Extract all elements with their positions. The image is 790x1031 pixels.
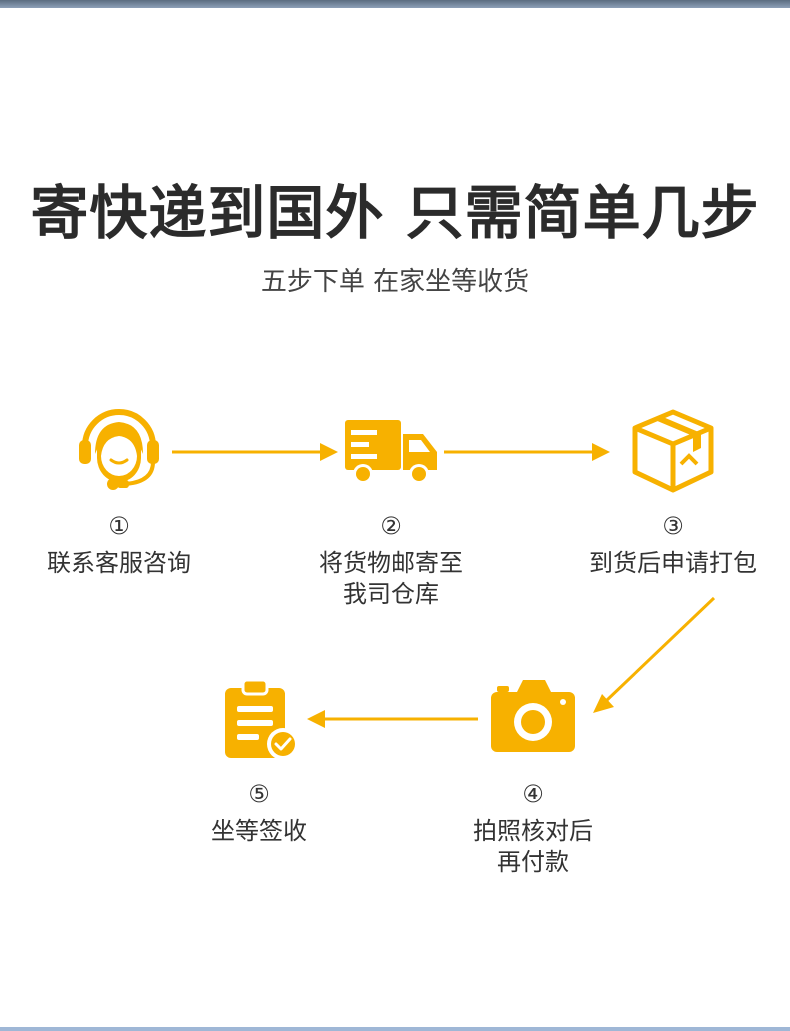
step-1: ① 联系客服咨询 [34, 398, 204, 579]
step-number: ④ [522, 780, 544, 808]
arrow-2-to-3 [444, 443, 610, 461]
step-number: ① [108, 512, 130, 540]
step-number: ② [380, 512, 402, 540]
step-2: ② 将货物邮寄至 我司仓库 [306, 398, 476, 610]
clipboard-check-icon [225, 678, 299, 760]
page-subtitle: 五步下单 在家坐等收货 [260, 267, 530, 297]
step-label: 坐等签收 [211, 817, 307, 845]
step-label: 拍照核对后 [473, 817, 593, 845]
step-5: ⑤ 坐等签收 [174, 666, 344, 847]
customer-service-icon [79, 409, 159, 490]
arrow-3-to-4 [593, 596, 716, 713]
step-number: ③ [662, 512, 684, 540]
step-3: ③ 到货后申请打包 [578, 398, 768, 579]
top-decorative-bar [0, 0, 790, 8]
bottom-decorative-bar [0, 1027, 790, 1031]
step-label: 联系客服咨询 [47, 549, 191, 577]
step-label: 我司仓库 [343, 580, 439, 608]
package-box-icon [632, 409, 714, 493]
step-number: ⑤ [248, 780, 270, 808]
step-label: 将货物邮寄至 [319, 549, 463, 577]
page-title: 寄快递到国外 只需简单几步 [30, 179, 760, 247]
delivery-truck-icon [345, 420, 437, 484]
arrow-4-to-5 [307, 710, 478, 728]
camera-icon [491, 680, 575, 752]
step-label: 到货后申请打包 [589, 549, 757, 577]
arrow-1-to-2 [172, 443, 338, 461]
step-label: 再付款 [497, 848, 569, 876]
step-4: ④ 拍照核对后 再付款 [448, 666, 618, 878]
